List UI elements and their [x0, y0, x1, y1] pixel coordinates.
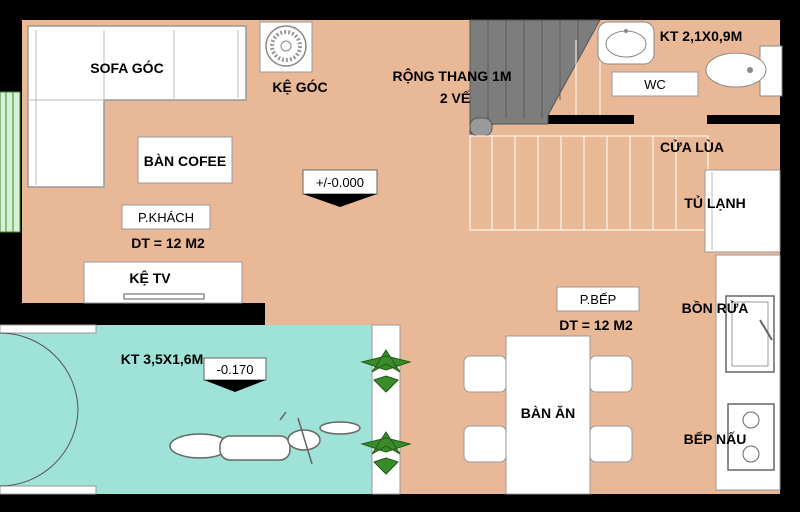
wc-label: WC: [644, 77, 666, 92]
svg-text:-0.170: -0.170: [217, 362, 254, 377]
stove-label: BẾP NẤU: [684, 431, 747, 447]
left-window: [0, 91, 21, 233]
corner-sofa: SOFA GÓC: [27, 25, 247, 188]
door-swing-icon: [0, 332, 79, 487]
dining-table-label: BÀN ĂN: [521, 405, 575, 421]
coffee-table: BÀN COFEE: [137, 136, 233, 184]
tv-shelf-label: KỆ TV: [129, 269, 171, 286]
svg-text:P.KHÁCH: P.KHÁCH: [138, 210, 194, 225]
garage-area: [0, 325, 400, 495]
coffee-table-label: BÀN COFEE: [144, 153, 226, 169]
toilet-icon: [705, 45, 783, 97]
plant-icon: [360, 349, 412, 475]
svg-text:DT = 12 M2: DT = 12 M2: [131, 235, 205, 251]
garage-size-label: KT 3,5X1,6M: [121, 351, 203, 367]
fridge-label: TỦ LẠNH: [684, 194, 745, 211]
living-room-label: P.KHÁCH DT = 12 M2: [121, 204, 211, 251]
stove-icon: [727, 403, 775, 471]
kitchen-label: P.BẾP DT = 12 M2: [556, 286, 640, 333]
wc-area: WC KT 2,1X0,9M: [597, 21, 783, 97]
chair-icon: [463, 355, 633, 463]
motorbike-icon: [169, 411, 361, 465]
kitchen-counter: [715, 254, 781, 491]
level-marker-main: +/-0.000: [302, 169, 378, 207]
svg-text:+/-0.000: +/-0.000: [316, 175, 364, 190]
wc-size-label: KT 2,1X0,9M: [660, 28, 742, 44]
sofa-label: SOFA GÓC: [90, 59, 163, 76]
dining-set: BÀN ĂN: [463, 335, 633, 495]
corner-shelf-label: KỆ GÓC: [272, 78, 327, 95]
tv-shelf: KỆ TV: [83, 261, 243, 304]
sliding-door-label: CỬA LÙA: [660, 138, 724, 155]
fan-icon: [265, 25, 307, 67]
corner-shelf: KỆ GÓC: [259, 21, 328, 95]
svg-text:P.BẾP: P.BẾP: [580, 292, 617, 307]
washbasin-icon: [597, 21, 655, 65]
stair-label-1: RỘNG THANG 1M: [393, 67, 512, 84]
stair-label-2: 2 VẾ: [440, 90, 470, 106]
garage-details: KT 3,5X1,6M -0.170: [0, 324, 412, 495]
fridge-icon: TỦ LẠNH: [684, 169, 781, 253]
sink-label: BỒN RỬA: [682, 299, 749, 316]
sink-icon: [725, 295, 775, 373]
level-marker-garage: -0.170: [203, 357, 267, 392]
stair-icon: RỘNG THANG 1M 2 VẾ: [393, 19, 709, 231]
svg-text:DT = 12 M2: DT = 12 M2: [559, 317, 633, 333]
